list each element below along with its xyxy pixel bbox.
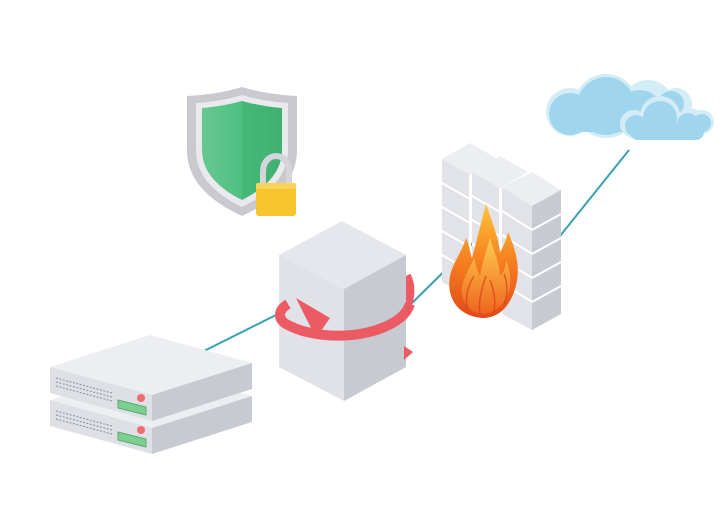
shield-lock-icon [187, 87, 297, 216]
connector-firewall-to-cloud [559, 149, 630, 237]
box-with-circular-arrow-icon [275, 221, 415, 401]
server-icon [50, 335, 252, 454]
server-status-bar-top [117, 399, 147, 416]
flame-icon [449, 204, 518, 318]
server-led-bottom [137, 426, 145, 434]
firewall-icon [441, 143, 562, 330]
server-led-top [137, 394, 145, 402]
server-status-bar-bottom [117, 431, 147, 448]
cloud-icon [546, 74, 714, 140]
